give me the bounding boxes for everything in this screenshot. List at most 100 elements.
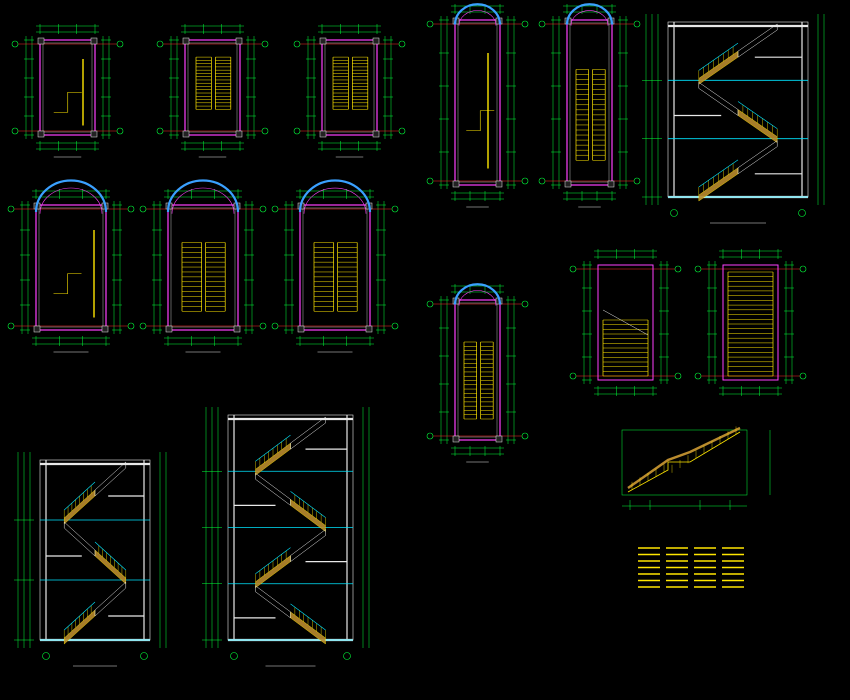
- stair-flight: [698, 50, 739, 85]
- handrail: [63, 601, 96, 631]
- axis-bubble: [521, 432, 529, 440]
- wall-inner: [42, 42, 93, 133]
- column: [452, 180, 460, 188]
- view-title: [578, 203, 601, 206]
- axis-bubble: [398, 40, 406, 48]
- axis-bubble: [259, 205, 267, 213]
- arch-wall: [453, 283, 502, 305]
- axis-bubble: [127, 205, 135, 213]
- axis-bubble: [398, 127, 406, 135]
- handrail: [255, 434, 291, 462]
- axis-bubble: [670, 209, 678, 217]
- plan-view-1: [11, 24, 124, 158]
- axis-bubble: [538, 177, 546, 185]
- arch-wall-inner: [458, 290, 497, 306]
- wall-inner: [187, 42, 238, 133]
- stair-flight-upper: [290, 529, 326, 563]
- stair-plan-views: [7, 3, 641, 463]
- stair-detail-views: [569, 249, 807, 510]
- handrail: [63, 481, 96, 511]
- axis-bubble: [694, 372, 702, 380]
- wall-outline: [167, 204, 239, 331]
- axis-bubble: [139, 322, 147, 330]
- handrail: [290, 603, 326, 631]
- axis-bubble: [271, 205, 279, 213]
- axis-bubble: [633, 20, 641, 28]
- view-title: [54, 348, 89, 351]
- stair-flight-upper: [94, 581, 127, 617]
- axis-bubble: [42, 652, 50, 660]
- plan-view-6: [271, 179, 399, 353]
- handrail: [290, 491, 326, 518]
- column: [564, 180, 572, 188]
- column: [372, 37, 380, 45]
- stair-elevation-detail: [621, 426, 771, 510]
- axis-bubble: [116, 40, 124, 48]
- column: [235, 37, 243, 45]
- stair-run: [53, 273, 82, 295]
- axis-bubble: [259, 322, 267, 330]
- column: [182, 130, 190, 138]
- wall-outline: [39, 39, 96, 136]
- axis-bubble: [521, 20, 529, 28]
- plan-view-2: [156, 24, 269, 158]
- arch-wall: [34, 179, 108, 213]
- plan-view-3: [293, 24, 406, 158]
- wall-inner: [170, 207, 236, 328]
- wall-outline: [454, 299, 501, 441]
- axis-bubble: [798, 209, 806, 217]
- detail-plan-1: [569, 249, 682, 396]
- column: [452, 435, 460, 443]
- stair-run: [466, 110, 495, 132]
- wall-inner: [569, 22, 610, 183]
- axis-bubble: [293, 127, 301, 135]
- axis-bubble: [694, 265, 702, 273]
- wall-inner: [324, 42, 375, 133]
- axis-bubble: [391, 205, 399, 213]
- axis-bubble: [674, 372, 682, 380]
- axis-bubble: [127, 322, 135, 330]
- axis-bubble: [11, 127, 19, 135]
- plan-view-9: [426, 283, 529, 463]
- axis-bubble: [156, 40, 164, 48]
- arch-wall-inner: [39, 187, 103, 214]
- handrail: [627, 426, 741, 489]
- column: [607, 180, 615, 188]
- stair-run: [53, 91, 82, 113]
- stair-flight-upper: [94, 461, 127, 497]
- column: [37, 130, 45, 138]
- section-view-1: [642, 14, 825, 224]
- column: [37, 37, 45, 45]
- axis-bubble: [569, 265, 577, 273]
- arch-wall: [453, 3, 502, 25]
- stair-section-views: [14, 14, 825, 667]
- axis-bubble: [156, 127, 164, 135]
- axis-bubble: [391, 322, 399, 330]
- column: [165, 325, 173, 333]
- column: [495, 435, 503, 443]
- axis-bubble: [426, 20, 434, 28]
- axis-bubble: [139, 205, 147, 213]
- wall-outline: [597, 264, 654, 381]
- axis-bubble: [140, 652, 148, 660]
- arch-wall-inner: [458, 10, 497, 26]
- axis-bubble: [271, 322, 279, 330]
- axis-bubble: [7, 322, 15, 330]
- view-title: [318, 348, 353, 351]
- view-title: [466, 458, 489, 461]
- column: [495, 180, 503, 188]
- axis-bubble: [674, 265, 682, 273]
- plan-view-7: [426, 3, 529, 208]
- wall-outline: [454, 19, 501, 186]
- axis-bubble: [343, 652, 351, 660]
- axis-bubble: [261, 40, 269, 48]
- axis-bubble: [799, 372, 807, 380]
- detail-plan-2: [694, 249, 807, 396]
- axis-bubble: [293, 40, 301, 48]
- view-title: [54, 153, 82, 156]
- arch-wall: [565, 3, 614, 25]
- axis-bubble: [261, 127, 269, 135]
- stair-flight: [94, 549, 127, 585]
- arch-wall-inner: [303, 187, 367, 214]
